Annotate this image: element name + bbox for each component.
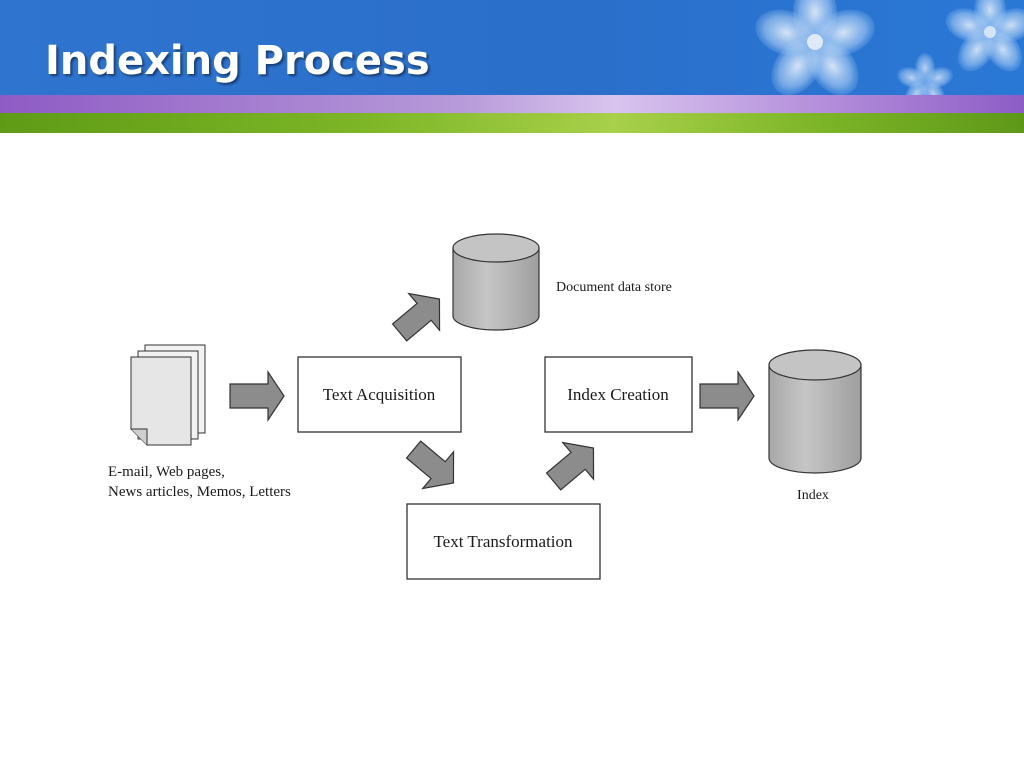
- slide-header: Indexing Process: [0, 0, 1024, 95]
- text-acquisition-box: [297, 356, 462, 433]
- index-creation-label: Index Creation: [567, 385, 669, 404]
- header-band-purple: [0, 95, 1024, 113]
- header-band-green: [0, 113, 1024, 133]
- flower-decoration: [755, 0, 1024, 95]
- text-transformation-label: Text Transformation: [433, 532, 573, 551]
- index-cylinder: [768, 349, 862, 474]
- arrow-right-icon: [229, 370, 285, 422]
- sources-label-line1: E-mail, Web pages,: [108, 464, 225, 480]
- documents-icon: [130, 344, 206, 446]
- arrow-up-right-icon: [391, 292, 441, 342]
- arrow-up-right-icon: [545, 441, 595, 491]
- arrow-down-right-icon: [405, 440, 455, 490]
- text-acquisition-label: Text Acquisition: [323, 385, 436, 404]
- index-creation-box: [544, 356, 693, 433]
- sources-label-line2: News articles, Memos, Letters: [108, 484, 291, 500]
- slide-title: Indexing Process: [45, 38, 430, 84]
- document-store-cylinder: [452, 233, 540, 331]
- arrow-right-icon: [699, 370, 755, 422]
- document-store-label: Document data store: [556, 280, 672, 295]
- index-label: Index: [797, 488, 829, 503]
- text-transformation-box: [406, 503, 601, 580]
